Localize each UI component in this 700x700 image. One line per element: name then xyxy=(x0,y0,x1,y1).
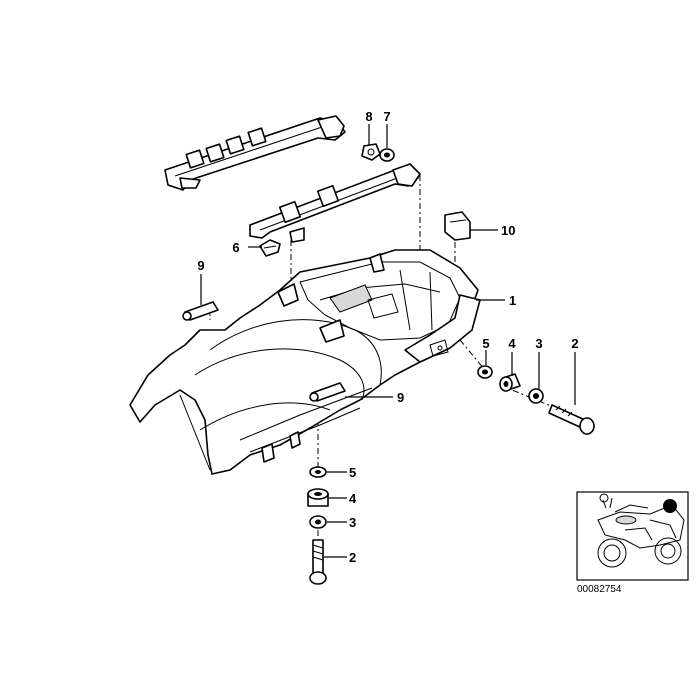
callout-10: 10 xyxy=(501,223,515,238)
rubber-bushing-part-4-bottom xyxy=(307,488,329,507)
callout-2-right: 2 xyxy=(571,336,578,351)
washer-part-7 xyxy=(379,148,395,162)
callout-3-right: 3 xyxy=(535,336,542,351)
location-inset: 00082754 xyxy=(576,491,689,595)
cap-part-10 xyxy=(444,211,471,241)
callout-7-top: 7 xyxy=(383,109,390,124)
nut-part-8 xyxy=(361,143,381,161)
callout-9-mid: 9 xyxy=(397,390,404,405)
washer-part-5-bottom xyxy=(309,466,327,478)
callout-4-bottom: 4 xyxy=(349,491,357,506)
callout-4-right: 4 xyxy=(508,336,516,351)
reference-number: 00082754 xyxy=(577,584,622,595)
bolt-part-2-right xyxy=(548,404,595,435)
spacer-part-3-right xyxy=(528,388,544,404)
bolt-part-2-bottom xyxy=(309,539,327,585)
callout-6: 6 xyxy=(232,240,239,255)
motorcycle-icon xyxy=(597,493,685,568)
rear-fender-undertray xyxy=(129,249,481,475)
callout-2-bottom: 2 xyxy=(349,550,356,565)
callout-5-right: 5 xyxy=(482,336,489,351)
callout-3-bottom: 3 xyxy=(349,515,356,530)
highlight-marker xyxy=(663,499,677,513)
callout-labels: 8 7 10 6 9 1 5 4 3 2 9 5 4 3 2 xyxy=(197,109,578,565)
washer-part-5-right xyxy=(477,365,493,379)
rubber-bushing-part-4-right xyxy=(499,373,521,392)
callout-1: 1 xyxy=(509,293,516,308)
rubber-pad-part-9-mid xyxy=(309,382,346,402)
upper-carrier-rail xyxy=(164,115,346,191)
rubber-pad-part-9-left xyxy=(182,301,219,321)
callout-5-bottom: 5 xyxy=(349,465,356,480)
lower-carrier-rail xyxy=(249,163,421,243)
clip-part-6 xyxy=(259,239,281,257)
callout-8-top: 8 xyxy=(365,109,372,124)
callout-leaders xyxy=(200,124,576,558)
callout-9-left: 9 xyxy=(197,258,204,273)
spacer-part-3-bottom xyxy=(309,515,327,529)
